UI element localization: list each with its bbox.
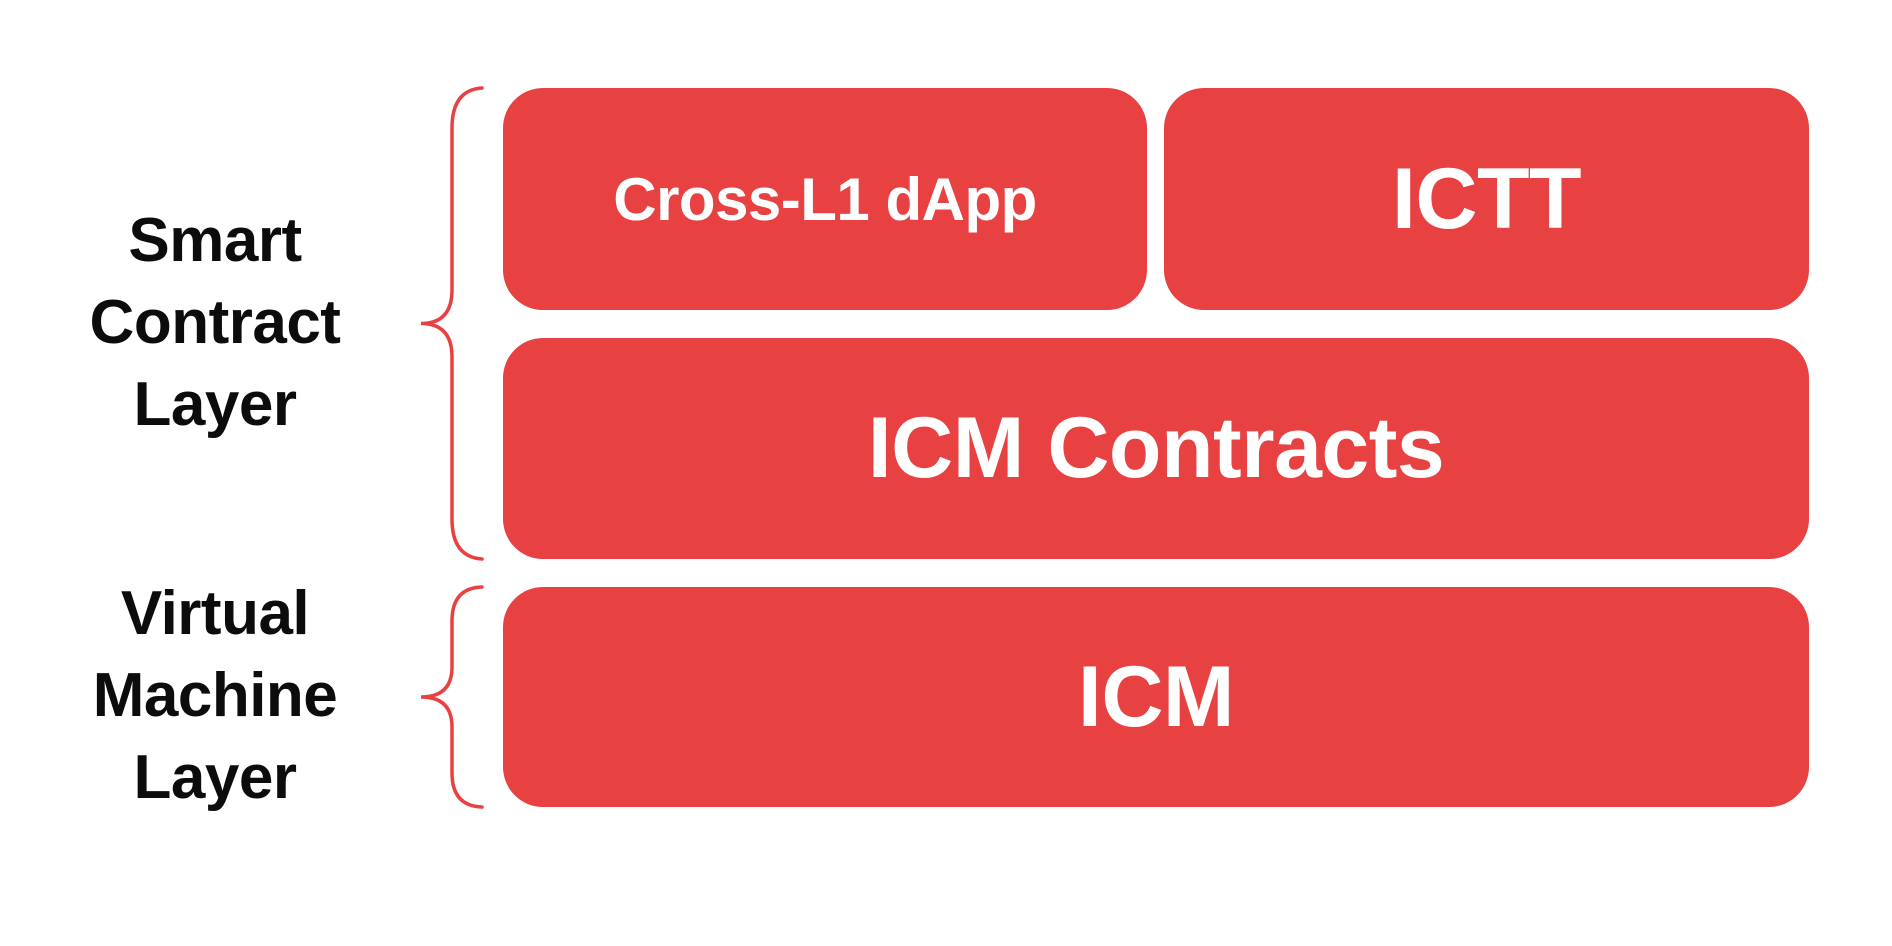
smart-contract-layer-label-line2: Contract [89,288,341,357]
virtual-machine-layer-label: Virtual Machine Layer [35,573,395,819]
icm-contracts-box-label: ICM Contracts [867,400,1445,496]
smart-contract-brace-icon [420,86,484,561]
smart-contract-layer-label: Smart Contract Layer [35,200,395,446]
virtual-machine-layer-label-line1: Virtual [120,579,310,648]
virtual-machine-brace-icon [420,585,484,809]
smart-contract-layer-label-line1: Smart [128,206,302,275]
virtual-machine-layer-label-line3: Layer [133,743,297,812]
cross-l1-dapp-box: Cross-L1 dApp [503,88,1147,310]
virtual-machine-layer-label-line2: Machine [92,661,338,730]
icm-box-label: ICM [1077,648,1235,745]
icm-box: ICM [503,587,1809,807]
icm-contracts-box: ICM Contracts [503,338,1809,559]
smart-contract-layer-label-line3: Layer [133,370,297,439]
ictt-box-label: ICTT [1391,150,1582,247]
cross-l1-dapp-box-label: Cross-L1 dApp [613,165,1037,233]
ictt-box: ICTT [1164,88,1809,310]
